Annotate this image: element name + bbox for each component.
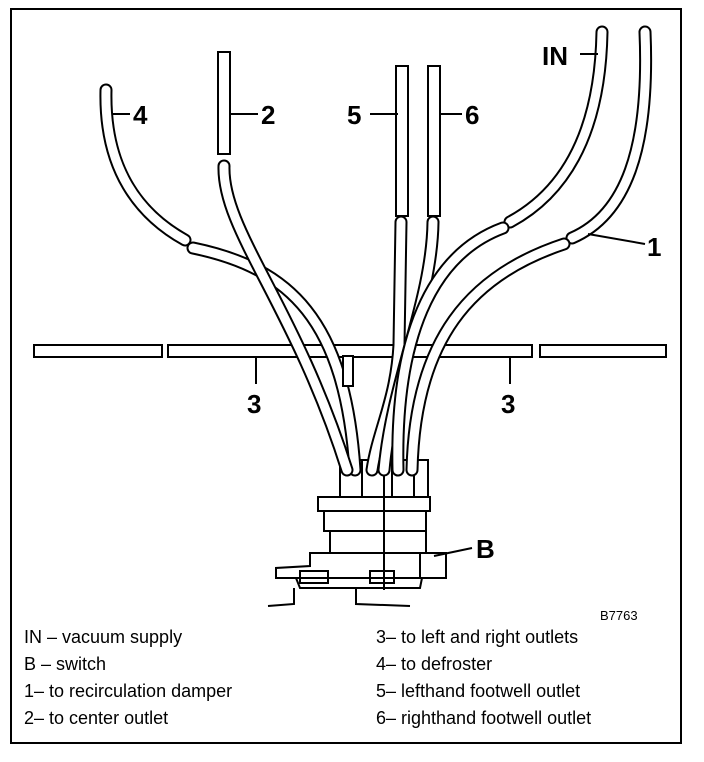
legend-item-6: 6– righthand footwell outlet — [376, 708, 592, 728]
legend-column-left: IN – vacuum supply B – switch 1– to reci… — [24, 624, 232, 732]
legend-item-b: B – switch — [24, 654, 107, 674]
legend-item-5: 5– lefthand footwell outlet — [376, 681, 581, 701]
legend-item-in: IN – vacuum supply — [24, 627, 183, 647]
callout-2: 2 — [261, 100, 275, 130]
callout-b: B — [476, 534, 495, 564]
hose-bundle — [99, 25, 653, 477]
figure-code: B7763 — [600, 608, 638, 623]
hose-in — [391, 25, 609, 477]
callout-3-left: 3 — [247, 389, 261, 419]
leader-lines — [112, 53, 646, 557]
callout-5: 5 — [347, 100, 361, 130]
legend: IN – vacuum supply B – switch 1– to reci… — [24, 624, 664, 740]
switch-body — [267, 496, 447, 607]
legend-item-2: 2– to center outlet — [24, 708, 169, 728]
callout-in: IN — [542, 41, 568, 71]
hose-2 — [217, 51, 354, 477]
legend-column-right: 3– to left and right outlets 4– to defro… — [376, 624, 591, 732]
callout-1: 1 — [647, 232, 661, 262]
hose-1 — [405, 25, 653, 477]
legend-item-1: 1– to recirculation damper — [24, 681, 233, 701]
hose-4 — [99, 83, 362, 477]
callout-4: 4 — [133, 100, 148, 130]
callout-3-right: 3 — [501, 389, 515, 419]
callout-6: 6 — [465, 100, 479, 130]
tee-connector — [342, 355, 354, 387]
legend-item-3: 3– to left and right outlets — [376, 627, 579, 647]
legend-item-4: 4– to defroster — [376, 654, 493, 674]
